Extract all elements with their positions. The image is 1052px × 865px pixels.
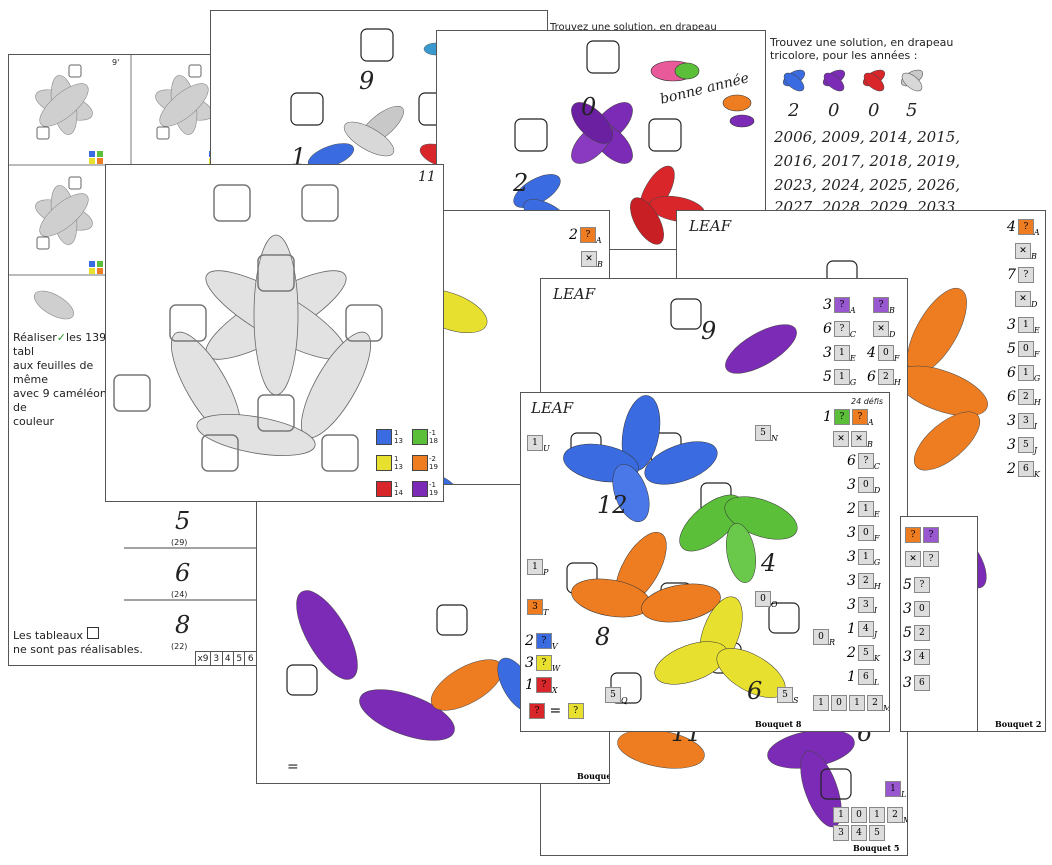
number-4: 4 xyxy=(761,549,777,577)
inner-q: 5Q xyxy=(603,687,628,705)
year-digit-2: 0 xyxy=(828,100,840,121)
left-x: 1?X xyxy=(525,677,558,695)
gray-flower xyxy=(113,184,383,472)
caption-behind: Trouvez une solution, en drapeau xyxy=(550,22,717,33)
year-digit-1: 2 xyxy=(788,100,800,121)
footer-bl: Bouquet xyxy=(577,771,609,781)
letter-l: 1L xyxy=(883,781,906,799)
inner-r: 0R xyxy=(811,629,835,647)
row-count-8: (22) xyxy=(171,642,188,651)
years-panel: Trouvez une solution, en drapeau tricolo… xyxy=(770,36,1050,216)
mid-row-b: ✕B xyxy=(579,251,603,269)
row-number-5: 5 xyxy=(175,507,191,535)
left-t: 3T xyxy=(525,599,548,617)
inner-n: 5N xyxy=(753,425,778,443)
left-p: 1P xyxy=(525,559,548,577)
letter-m: 1012M xyxy=(831,807,907,825)
sheet-gray-11: 11 1 13 -1 18 1 13 xyxy=(105,164,444,502)
year-digit-4: 5 xyxy=(906,100,918,121)
row-number-8: 8 xyxy=(175,611,191,639)
leaf-title-b5: LEAF xyxy=(553,285,596,303)
year-flowers xyxy=(782,69,924,92)
footer-b5: Bouquet 5 xyxy=(853,843,900,853)
mid-row-2: 2?A xyxy=(569,227,602,245)
left-w: 3?W xyxy=(525,655,561,673)
page-mark: 9' xyxy=(112,58,120,67)
row-number-6: 6 xyxy=(175,559,191,587)
inner-o: 0O xyxy=(753,591,778,609)
flower-b8 xyxy=(563,395,800,704)
number-9: 9 xyxy=(359,67,375,95)
years-heading-2: tricolore, pour les années : xyxy=(770,49,918,62)
equals-bl: = xyxy=(287,759,299,775)
number-12: 12 xyxy=(597,491,628,519)
row-count-5: (29) xyxy=(171,538,188,547)
years-line-1: 2006, 2009, 2014, 2015, xyxy=(774,128,961,146)
row-count-6: (24) xyxy=(171,590,188,599)
number-0: 0 xyxy=(581,93,597,121)
equals-row: ? = ? xyxy=(527,703,584,719)
number-2: 2 xyxy=(513,169,529,197)
leaf-title: LEAF xyxy=(689,217,732,235)
instructions: Réaliser✓les 139 tabl aux feuilles de mê… xyxy=(13,331,113,428)
sheet-bouquet-8: LEAF 24 défis 12 4 xyxy=(520,392,890,732)
number-8: 8 xyxy=(595,623,611,651)
years-heading-1: Trouvez une solution, en drapeau xyxy=(770,36,954,49)
flower-b5 xyxy=(617,298,855,828)
years-line-2: 2016, 2017, 2018, 2019, xyxy=(774,152,961,170)
left-v: 2?V xyxy=(525,633,558,651)
challenges-count: 24 défis xyxy=(851,397,884,406)
years-line-3: 2023, 2024, 2025, 2026, xyxy=(774,176,961,194)
inner-s: 5S xyxy=(775,687,798,705)
number-9-b5: 9 xyxy=(701,317,717,345)
footer: Bouquet 2 xyxy=(995,719,1042,729)
left-u: 1U xyxy=(525,435,550,453)
year-digit-3: 0 xyxy=(868,100,880,121)
number-11: 11 xyxy=(418,169,436,185)
bottom-grid: x9 3 4 5 6 xyxy=(194,651,257,665)
number-1: 1 xyxy=(291,143,307,170)
footer-b8: Bouquet 8 xyxy=(755,719,802,729)
leaf-title-b8: LEAF xyxy=(531,399,574,417)
number-6: 6 xyxy=(747,677,763,705)
note: Les tableaux ne sont pas réalisables. xyxy=(13,627,143,656)
